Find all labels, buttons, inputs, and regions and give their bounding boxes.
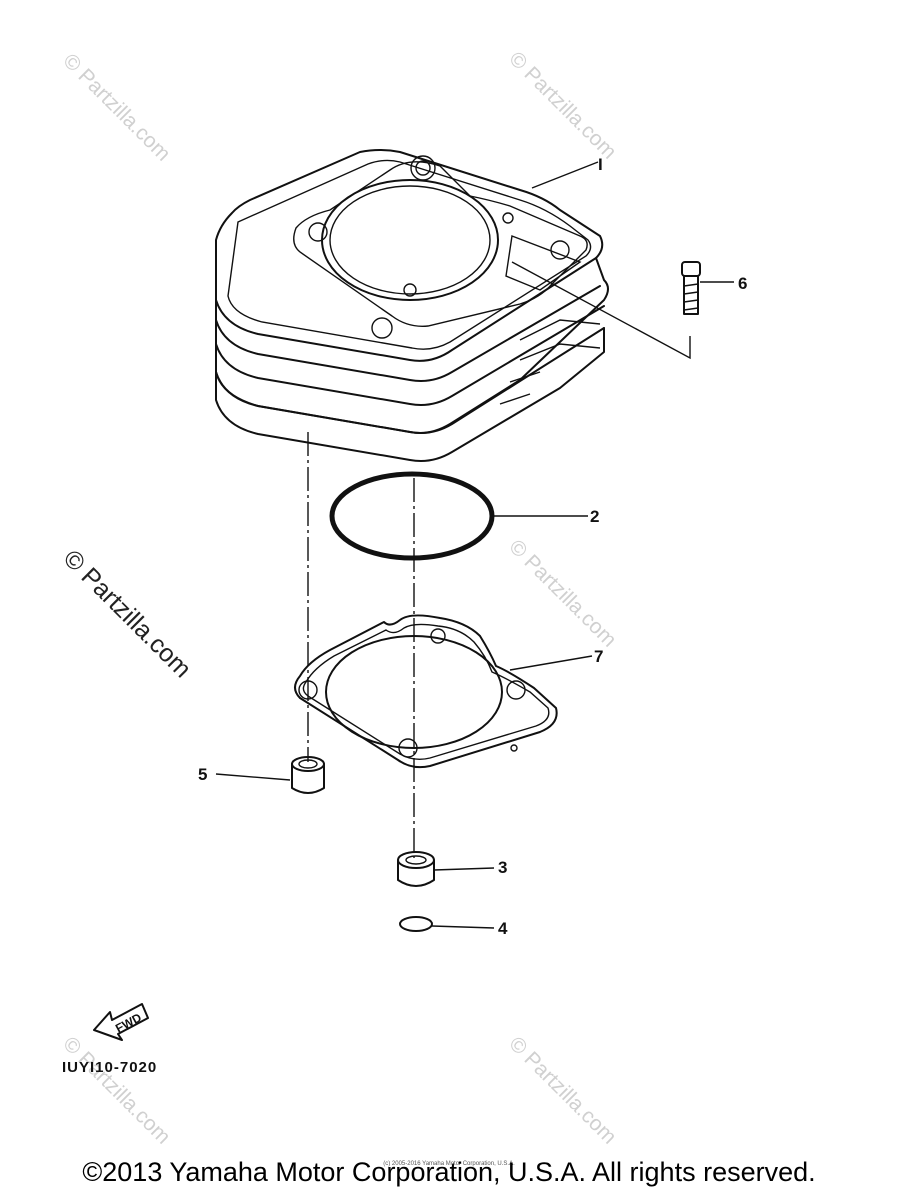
part-dowel-right bbox=[397, 851, 435, 887]
fwd-label: FWD bbox=[113, 1010, 144, 1035]
part-dowel-left bbox=[291, 756, 325, 794]
center-lines bbox=[307, 432, 415, 858]
part-o-ring-large bbox=[329, 471, 495, 561]
watermark: © Partzilla.com bbox=[504, 1032, 620, 1148]
callout-6: 6 bbox=[738, 274, 747, 293]
fwd-arrow-icon: FWD bbox=[93, 1003, 149, 1041]
callout-1: I bbox=[598, 155, 603, 174]
callout-5: 5 bbox=[198, 765, 207, 784]
part-bolt bbox=[681, 261, 701, 315]
callout-7: 7 bbox=[594, 647, 603, 666]
callout-group: I 6 2 7 5 3 4 bbox=[198, 155, 747, 938]
part-o-ring-small bbox=[399, 916, 433, 932]
watermark: © Partzilla.com bbox=[504, 535, 620, 651]
watermark: © Partzilla.com bbox=[58, 1032, 174, 1148]
callout-3: 3 bbox=[498, 858, 507, 877]
part-cylinder bbox=[215, 149, 691, 462]
callout-4: 4 bbox=[498, 919, 508, 938]
drawing-code: IUYI10-7020 bbox=[62, 1059, 157, 1076]
watermark: © Partzilla.com bbox=[504, 47, 620, 163]
watermark-group: © Partzilla.com © Partzilla.com © Partzi… bbox=[58, 47, 621, 1148]
callout-2: 2 bbox=[590, 507, 599, 526]
copyright-footer: ©2013 Yamaha Motor Corporation, U.S.A. A… bbox=[82, 1157, 816, 1187]
watermark-dark: © Partzilla.com bbox=[58, 544, 197, 683]
watermark: © Partzilla.com bbox=[58, 49, 174, 165]
fineprint: (c) 2005-2016 Yamaha Motor Corporation, … bbox=[383, 1161, 515, 1167]
part-cylinder-gasket bbox=[294, 614, 558, 769]
leader-lines bbox=[215, 161, 734, 929]
